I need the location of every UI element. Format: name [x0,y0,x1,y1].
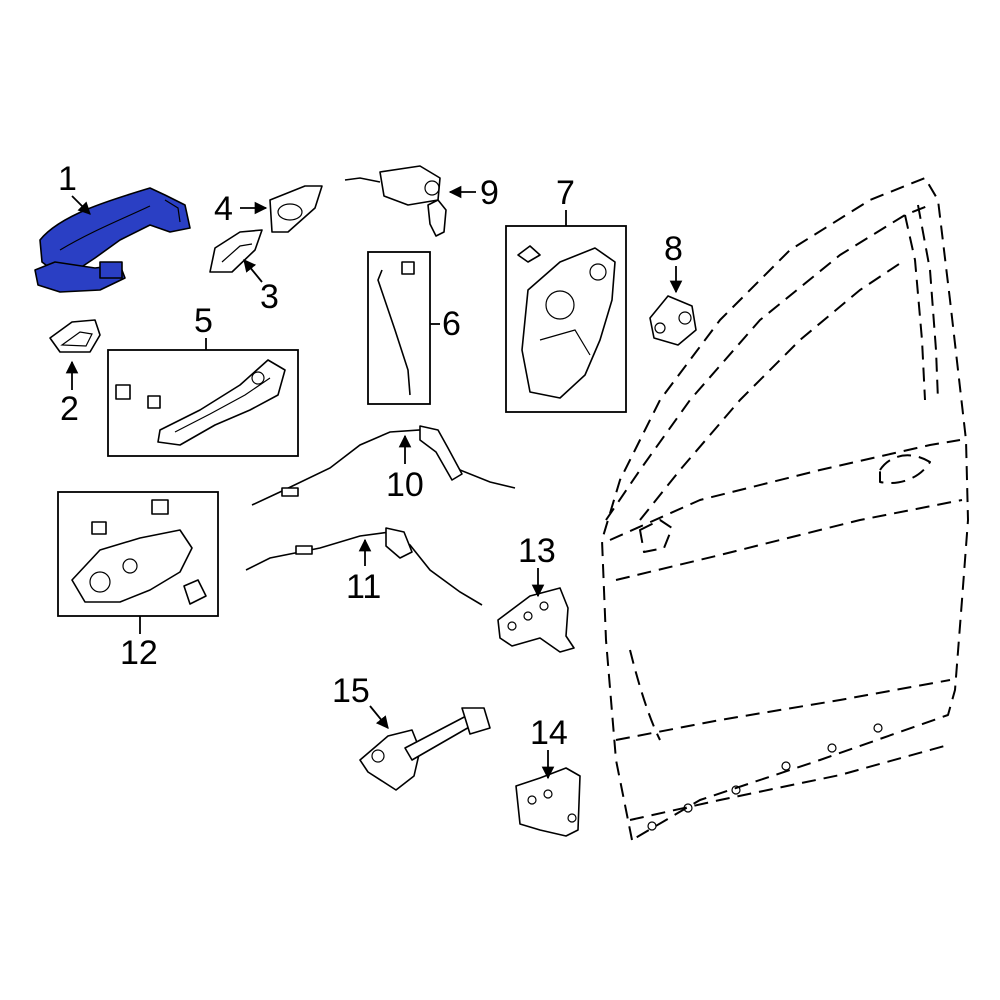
part-6-lock-rod[interactable] [377,261,415,396]
part-11-cable[interactable] [245,527,483,606]
part-5-box [107,349,299,457]
part-2-handle-cap[interactable] [49,319,101,353]
callout-11: 11 [346,568,381,606]
part-6-box [367,251,431,405]
part-9-lock-cylinder[interactable] [344,165,447,237]
part-5-handle-bracket[interactable] [115,359,286,446]
part-10-cable[interactable] [251,425,516,506]
callout-3: 3 [260,278,279,316]
part-8-striker[interactable] [649,295,697,346]
leader-1 [71,195,91,215]
callout-10: 10 [386,466,424,504]
callout-1: 1 [58,160,77,198]
callout-4: 4 [214,190,233,228]
callout-9: 9 [480,174,499,212]
part-15-door-check[interactable] [359,707,491,791]
callout-2: 2 [60,390,79,428]
part-12-inside-handle[interactable] [71,499,207,605]
front-door-outline [601,177,969,841]
callout-15: 15 [332,672,370,710]
part-4-cylinder-cap[interactable] [269,185,323,233]
part-7-door-latch[interactable] [517,245,616,399]
callout-7: 7 [556,174,575,212]
callout-14: 14 [530,714,568,752]
leader-15 [369,705,389,729]
part-12-box [57,491,219,617]
callout-12: 12 [120,634,158,672]
door-bottom-holes [647,723,883,831]
leader-3 [243,259,263,283]
callout-13: 13 [518,532,556,570]
callout-6: 6 [442,305,461,343]
callout-8: 8 [664,230,683,268]
outside-handle-shape [39,187,191,273]
callout-5: 5 [194,302,213,340]
part-14-lower-hinge[interactable] [515,767,581,837]
part-3-handle-cover[interactable] [209,229,263,273]
part-13-upper-hinge[interactable] [497,587,575,653]
part-1-outside-handle[interactable] [34,187,191,293]
